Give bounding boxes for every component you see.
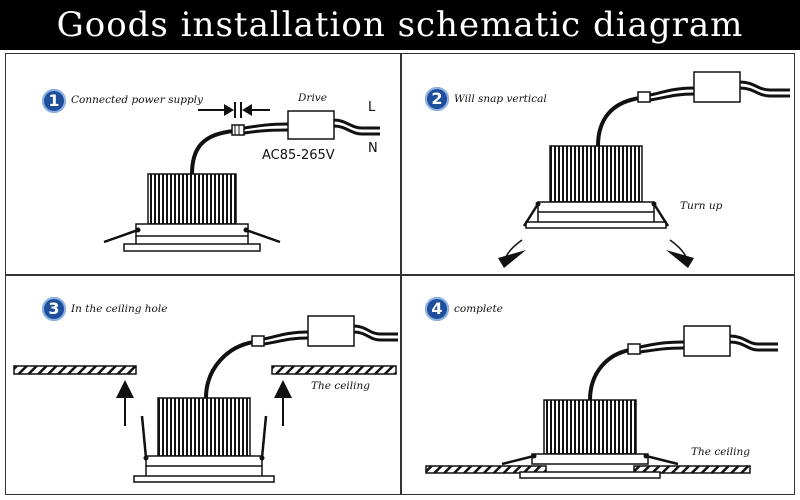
step-2-number-badge: 2 — [425, 87, 449, 111]
step-1-label: Connected power supply — [71, 94, 203, 106]
ceiling-label: The ceiling — [691, 446, 750, 458]
step-2-panel: 2 Will snap vertical Turn up — [401, 53, 795, 275]
voltage-label: AC85-265V — [262, 148, 335, 163]
step-2-illustration — [498, 71, 790, 268]
step-4-number-badge: 4 — [425, 297, 449, 321]
neutral-wire-label: N — [368, 141, 378, 156]
ceiling-label: The ceiling — [311, 380, 370, 392]
step-2-label: Will snap vertical — [454, 93, 547, 105]
step-3-illustration — [13, 315, 398, 483]
live-wire-label: L — [368, 100, 376, 115]
drive-label: Drive — [298, 92, 327, 104]
turn-up-label: Turn up — [680, 200, 723, 212]
page-title: Goods installation schematic diagram — [0, 0, 800, 50]
step-3-label: In the ceiling hole — [71, 303, 168, 315]
step-4-illustration — [425, 325, 778, 479]
step-1-illustration — [103, 102, 380, 252]
step-1-number-badge: 1 — [42, 89, 66, 113]
step-1-panel: 1 Connected power supply Drive AC85-265V… — [5, 53, 401, 275]
step-4-panel: 4 complete The ceiling — [401, 275, 795, 495]
step-3-number-badge: 3 — [42, 297, 66, 321]
step-4-label: complete — [454, 303, 503, 315]
step-3-panel: 3 In the ceiling hole The ceiling — [5, 275, 401, 495]
